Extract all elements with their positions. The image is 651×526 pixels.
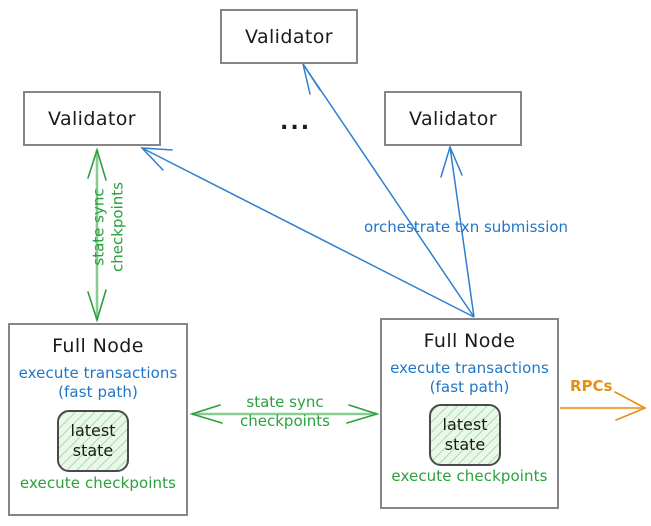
latest-state-left-line2: state — [72, 441, 114, 460]
label-state-sync-vertical-line2: checkpoints — [108, 182, 127, 272]
full-node-right-exec-line2: (fast path) — [429, 378, 510, 396]
validator-node-right[interactable]: Validator — [384, 91, 522, 146]
full-node-right-execute-transactions: execute transactions (fast path) — [382, 359, 557, 397]
latest-state-right-line2: state — [444, 435, 486, 454]
edge-rpcs — [560, 391, 647, 421]
validator-top-label: Validator — [245, 25, 333, 48]
validator-right-label: Validator — [409, 107, 497, 130]
full-node-right-title: Full Node — [423, 330, 516, 352]
full-node-right-exec-line1: execute transactions — [390, 359, 549, 377]
latest-state-box-left[interactable]: latest state — [57, 410, 129, 472]
full-node-left-title: Full Node — [52, 335, 144, 357]
validator-node-left[interactable]: Validator — [23, 91, 161, 146]
label-state-sync-horizontal-line1: state sync — [246, 393, 324, 411]
label-state-sync-vertical: state sync checkpoints — [90, 170, 128, 285]
validator-left-label: Validator — [48, 107, 136, 130]
full-node-left[interactable]: Full Node execute transactions (fast pat… — [8, 323, 188, 516]
latest-state-box-right[interactable]: latest state — [429, 404, 501, 466]
label-state-sync-vertical-line1: state sync — [89, 188, 108, 266]
label-state-sync-horizontal-line2: checkpoints — [240, 412, 330, 430]
full-node-left-exec-line1: execute transactions — [18, 364, 178, 382]
full-node-left-exec-line2: (fast path) — [58, 383, 138, 401]
latest-state-left-line1: latest — [70, 421, 116, 440]
validator-ellipsis: ... — [280, 110, 312, 135]
validator-node-top[interactable]: Validator — [220, 9, 358, 64]
label-state-sync-horizontal: state sync checkpoints — [228, 393, 342, 431]
full-node-left-execute-checkpoints: execute checkpoints — [19, 474, 177, 492]
full-node-right[interactable]: Full Node execute transactions (fast pat… — [380, 318, 559, 509]
full-node-right-execute-checkpoints: execute checkpoints — [391, 467, 548, 485]
full-node-left-execute-transactions: execute transactions (fast path) — [10, 364, 186, 402]
label-orchestrate-txn-submission: orchestrate txn submission — [364, 218, 569, 236]
label-rpcs: RPCs — [570, 377, 613, 395]
latest-state-right-line1: latest — [442, 415, 488, 434]
